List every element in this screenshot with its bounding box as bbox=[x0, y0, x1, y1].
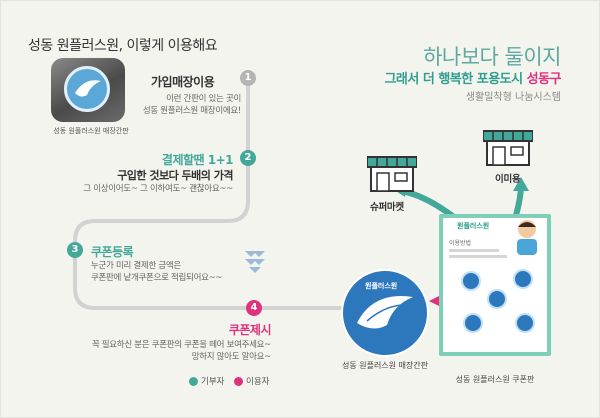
legend-donor-dot bbox=[189, 377, 198, 386]
coupon-board-heading: 이용방법 bbox=[449, 240, 472, 247]
signboard-caption: 성동 원플러스원 매장간판 bbox=[341, 361, 429, 370]
coupon-circle bbox=[515, 313, 535, 333]
step-1-desc-1: 이런 간판이 있는 곳이 bbox=[166, 94, 241, 104]
board-text-line bbox=[449, 255, 507, 258]
coupon-board-caption: 성동 원플러스원 쿠폰판 bbox=[455, 375, 535, 384]
child-illustration-icon bbox=[517, 220, 537, 255]
coupon-board bbox=[439, 214, 551, 356]
step-1-marker: 1 bbox=[240, 70, 256, 86]
store-signboard bbox=[341, 269, 429, 357]
page-title: 성동 원플러스원, 이렇게 이용해요 bbox=[28, 38, 218, 54]
slogan-line-2: 그래서 더 행복한 포용도시 성동구 bbox=[384, 68, 561, 87]
supermarket-store-icon bbox=[367, 156, 417, 192]
step-1-title: 가입매장이용 bbox=[151, 75, 215, 89]
step-2-title: 결제할땐 1+1 bbox=[161, 153, 234, 167]
slogan-district: 성동구 bbox=[526, 72, 562, 87]
signboard-brand: 원플러스원 bbox=[365, 282, 398, 290]
chevron-decoration-icon bbox=[245, 251, 265, 273]
step-2-marker: 2 bbox=[240, 150, 256, 166]
board-text-line bbox=[449, 249, 499, 252]
step-2-desc: 그 이상이어도~ 그 이하여도~ 괜찮아요~~ bbox=[83, 184, 233, 194]
step-2-subtitle: 구입한 것보다 두배의 가격 bbox=[117, 169, 233, 182]
wing-icon bbox=[357, 296, 413, 329]
step-3-desc-2: 쿠폰판에 낱개쿠폰으로 적립되어요~~ bbox=[91, 273, 223, 283]
coupon-board-brand: 원플러스원 bbox=[457, 222, 490, 230]
coupon-circle bbox=[513, 269, 533, 289]
store-sign-photo bbox=[51, 58, 125, 122]
slogan-line-3: 생활밀착형 나눔시스템 bbox=[465, 92, 561, 103]
supermarket-label: 슈퍼마켓 bbox=[370, 202, 404, 213]
coupon-circle bbox=[463, 313, 483, 333]
slogan-line-2-prefix: 그래서 더 행복한 포용도시 bbox=[384, 72, 527, 87]
coupon-circle bbox=[461, 271, 481, 291]
step-3-desc-1: 누군가 미리 결제한 금액은 bbox=[91, 261, 181, 271]
step-1-desc-2: 성동 원플러스원 매장이에요! bbox=[142, 106, 241, 116]
slogan-line-1: 하나보다 둘이지 bbox=[423, 45, 561, 69]
step-4-marker: 4 bbox=[246, 300, 262, 316]
sign-badge-icon bbox=[64, 66, 110, 112]
step-3-title: 쿠폰등록 bbox=[91, 245, 134, 259]
salon-label: 이미용 bbox=[495, 174, 521, 185]
salon-store-icon bbox=[483, 130, 533, 166]
legend-user-dot bbox=[234, 377, 243, 386]
step-4-title: 쿠폰제시 bbox=[228, 323, 272, 337]
step-4-desc-1: 꼭 필요하신 분은 쿠폰판의 쿠폰을 떼어 보여주세요~ bbox=[91, 340, 271, 350]
legend-user-label: 이용자 bbox=[246, 377, 270, 387]
legend-donor-label: 기부자 bbox=[201, 377, 225, 387]
coupon-circle bbox=[487, 289, 507, 309]
step-4-desc-2: 망하지 않아도 알아요~ bbox=[191, 352, 272, 362]
step-3-marker: 3 bbox=[67, 242, 83, 258]
photo-caption: 성동 원플러스원 매장간판 bbox=[53, 127, 129, 135]
